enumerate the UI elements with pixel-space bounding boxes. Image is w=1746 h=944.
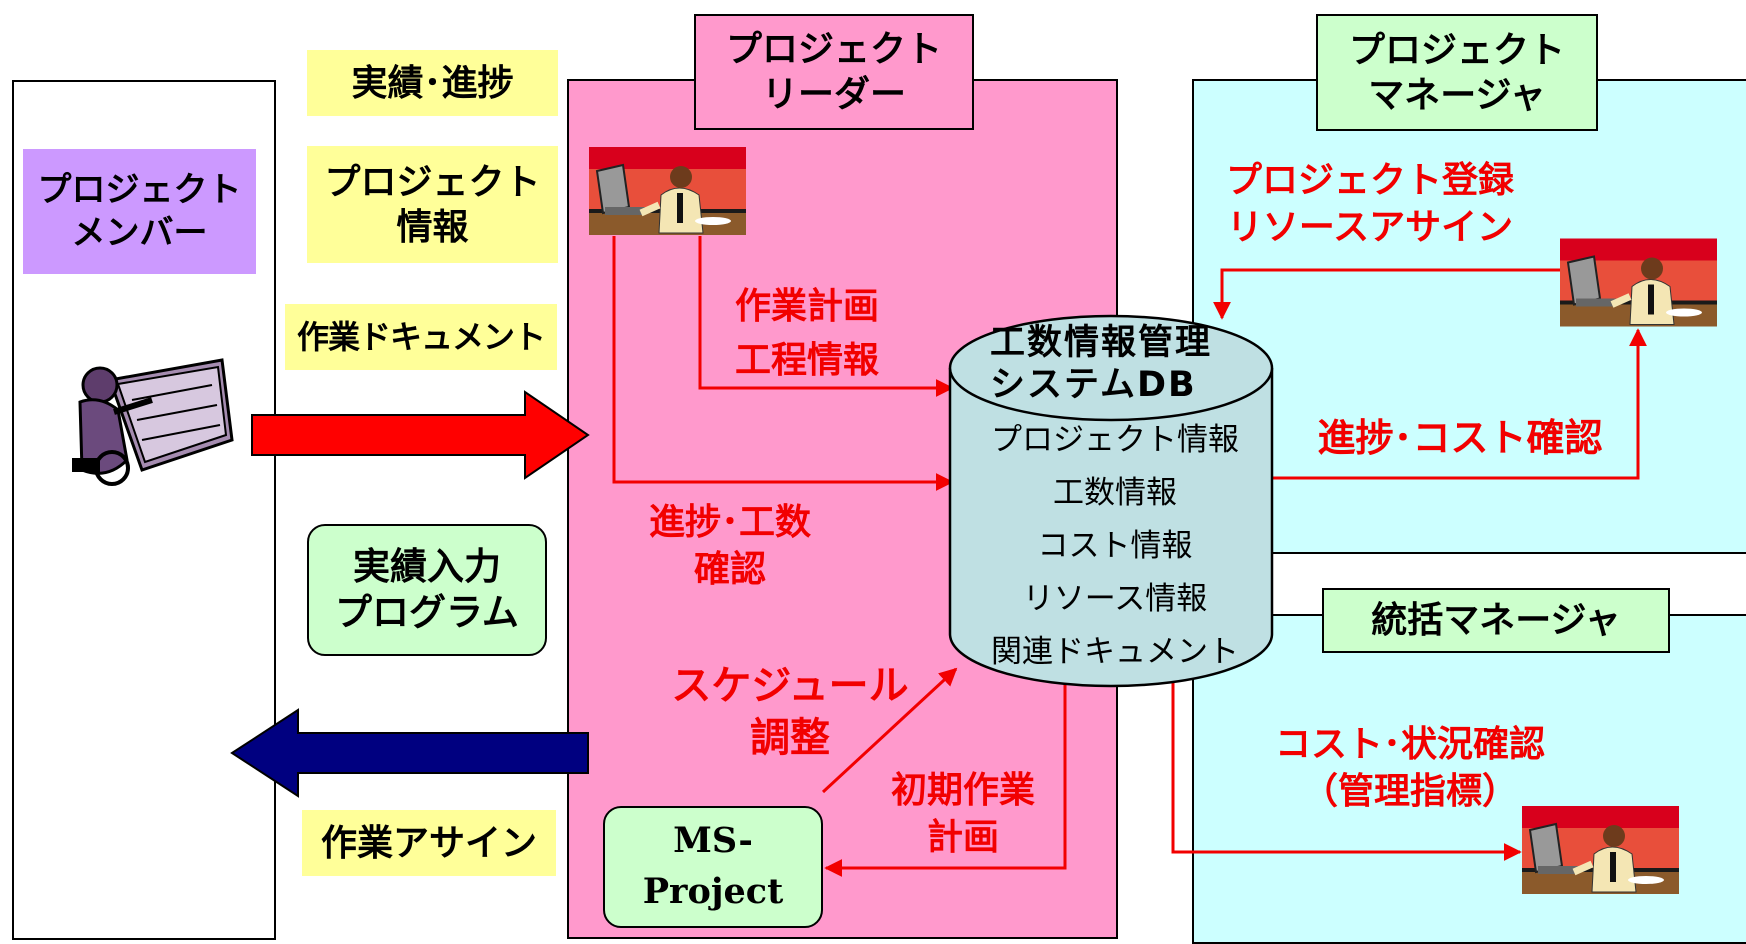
red-block-arrow (251, 390, 590, 480)
database-title: 工数情報管理 システムDB (990, 323, 1213, 405)
general-manager-role-label: 統括マネージャ (1322, 588, 1670, 653)
ms-project-label: MS- Project (642, 820, 784, 912)
progress-cost-arrow (1268, 328, 1647, 480)
work-documents-label: 作業ドキュメント (285, 304, 557, 370)
database-item: リソース情報 (1022, 581, 1208, 617)
initial-plan-text: 初期作業 計画 (890, 770, 1035, 858)
work-plan-arrow (698, 236, 954, 397)
database-item: 関連ドキュメント (991, 634, 1239, 670)
database-items: プロジェクト情報 工数情報 コスト情報 リソース情報 関連ドキュメント (970, 414, 1260, 679)
leader-person-picture (589, 147, 746, 235)
initial-plan-arrow (824, 680, 1067, 877)
ms-project-box: MS- Project (603, 806, 823, 928)
database-cylinder (948, 314, 1274, 688)
schedule-adjust-text: スケジュール 調整 (671, 663, 909, 761)
progress-cost-text: 進捗･コスト確認 (1317, 416, 1603, 460)
database-item: プロジェクト情報 (991, 422, 1239, 458)
register-assign-arrow (1213, 268, 1560, 320)
progress-effort-arrow (612, 236, 954, 491)
register-assign-text: プロジェクト登録 リソースアサイン (1225, 160, 1514, 248)
member-role-label: プロジェクト メンバー (23, 149, 256, 274)
results-progress-label: 実績･進捗 (307, 50, 558, 116)
database-item: 工数情報 (1053, 475, 1177, 511)
member-clipart (72, 358, 234, 486)
input-program-box: 実績入力 プログラム (307, 524, 547, 656)
manager-role-label: プロジェクト マネージャ (1316, 14, 1598, 131)
work-assign-label: 作業アサイン (302, 810, 556, 876)
leader-role-label: プロジェクト リーダー (694, 14, 974, 130)
work-plan-text: 作業計画 工程情報 (734, 286, 879, 381)
database-item: コスト情報 (1037, 528, 1193, 564)
cost-status-text: コスト･状況確認 （管理指標） (1274, 724, 1545, 812)
navy-block-arrow (230, 708, 589, 798)
project-info-label: プロジェクト 情報 (307, 146, 558, 263)
progress-effort-text: 進捗･工数 確認 (648, 502, 811, 590)
general-manager-person-picture (1522, 806, 1679, 894)
manager-person-picture (1560, 238, 1717, 327)
schedule-adjust-arrow (821, 667, 958, 794)
cost-status-arrow (1171, 680, 1522, 861)
